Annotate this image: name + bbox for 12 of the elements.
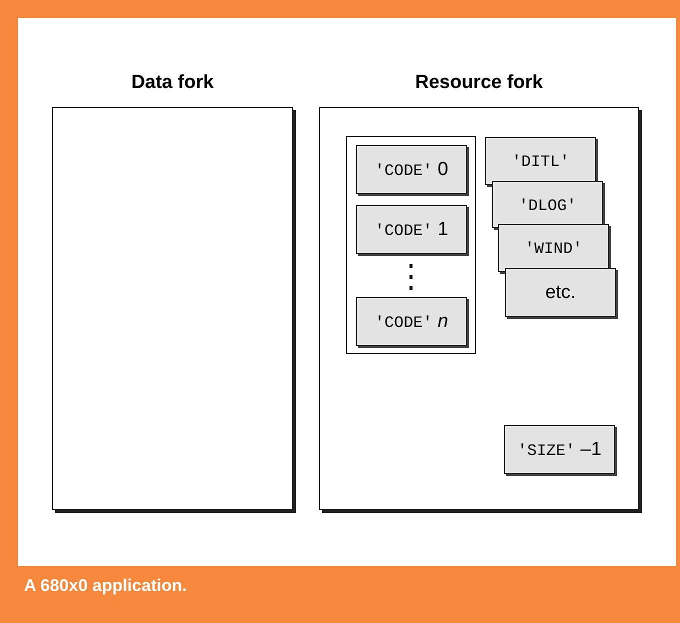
resource-box: 'SIZE' –1	[504, 425, 615, 474]
resource-box: etc.	[505, 268, 616, 317]
resource-box: 'CODE' 1	[356, 205, 467, 254]
fork-heading: Data fork	[130, 72, 215, 94]
resource-box: 'CODE' n	[356, 297, 467, 346]
resource-box: 'DLOG'	[492, 181, 603, 228]
resource-box: 'CODE' 0	[356, 145, 467, 194]
caption: A 680x0 application.	[24, 576, 187, 596]
resource-box: 'WIND'	[498, 224, 609, 272]
fork-heading: Resource fork	[414, 72, 544, 94]
resource-box: 'DITL'	[485, 137, 596, 185]
group-box	[346, 136, 476, 354]
